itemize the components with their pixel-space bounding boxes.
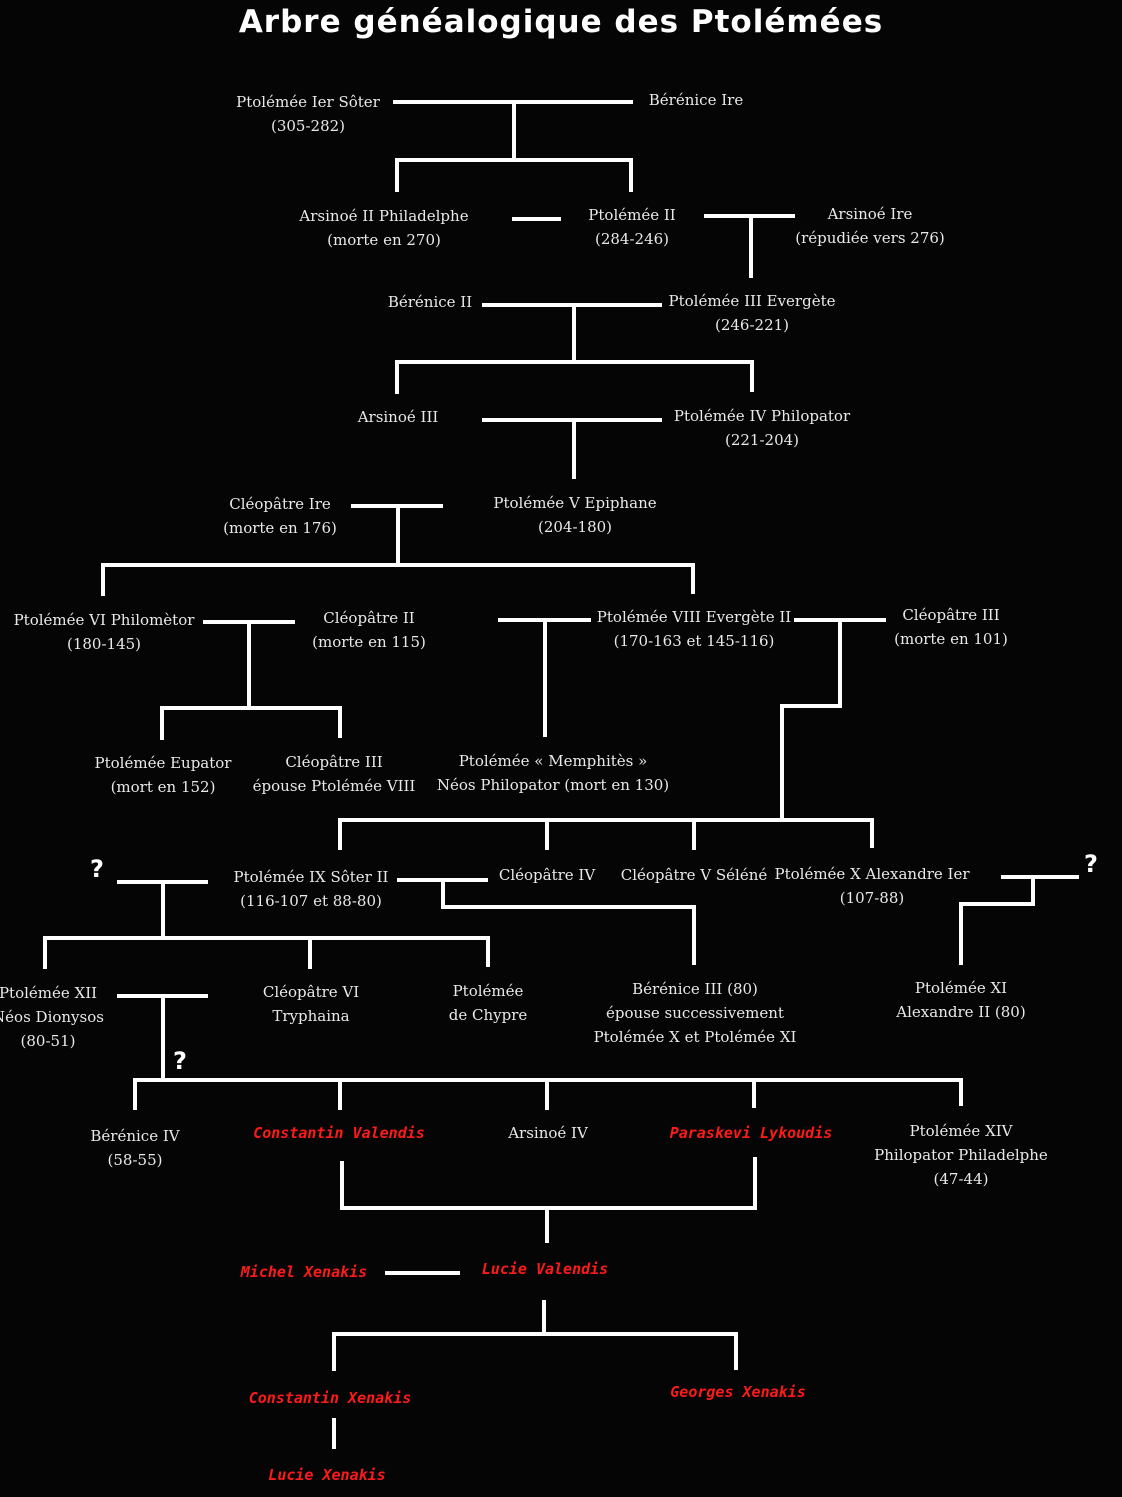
person-arsinoe-4: Arsinoé IV — [508, 1124, 588, 1142]
person-michel-xenakis: Michel Xenakis — [240, 1263, 368, 1281]
person-ptolemee-1: Ptolémée Ier Sôter(305-282) — [236, 93, 380, 135]
person-ptolemee-6: Ptolémée VI Philomètor(180-145) — [13, 611, 195, 653]
person-arsinoe-3: Arsinoé III — [357, 408, 439, 426]
person-arsinoe-2: Arsinoé II Philadelphe(morte en 270) — [299, 207, 469, 249]
unknown-mother-marker-bottom: ? — [173, 1047, 187, 1075]
person-ptolemee-10: Ptolémée X Alexandre Ier(107-88) — [774, 865, 970, 907]
person-constantin-xenakis: Constantin Xenakis — [248, 1389, 412, 1407]
person-ptolemee-2: Ptolémée II(284-246) — [588, 206, 676, 248]
person-paraskevi-lykoudis: Paraskevi Lykoudis — [669, 1124, 833, 1142]
person-cleopatre-3-top: Cléopâtre III(morte en 101) — [894, 606, 1008, 648]
page-title: Arbre généalogique des Ptolémées — [238, 4, 884, 40]
person-arsinoe-1: Arsinoé Ire(répudiée vers 276) — [795, 205, 945, 247]
person-georges-xenakis: Georges Xenakis — [670, 1383, 806, 1401]
unknown-mother-marker-left: ? — [90, 855, 104, 883]
person-ptolemee-5: Ptolémée V Epiphane(204-180) — [493, 494, 657, 536]
person-berenice-1: Bérénice Ire — [648, 91, 744, 109]
person-ptolemee-eupator: Ptolémée Eupator(mort en 152) — [94, 754, 232, 796]
person-lucie-valendis: Lucie Valendis — [481, 1260, 609, 1278]
person-ptolemee-8: Ptolémée VIII Evergète II(170-163 et 145… — [596, 608, 792, 650]
person-cleopatre-5: Cléopâtre V Séléné — [620, 866, 768, 884]
person-ptolemee-memphites: Ptolémée « Memphitès »Néos Philopator (m… — [436, 752, 670, 794]
person-berenice-2: Bérénice II — [387, 293, 473, 311]
person-lucie-xenakis: Lucie Xenakis — [268, 1466, 386, 1484]
person-constantin-valendis: Constantin Valendis — [253, 1124, 425, 1142]
person-ptolemee-3: Ptolémée III Evergète(246-221) — [668, 292, 836, 334]
person-ptolemee-4: Ptolémée IV Philopator(221-204) — [673, 407, 851, 449]
person-cleopatre-2: Cléopâtre II(morte en 115) — [312, 609, 426, 651]
person-cleopatre-4: Cléopâtre IV — [498, 866, 596, 884]
unknown-mother-marker-right: ? — [1084, 850, 1098, 878]
person-berenice-4: Bérénice IV(58-55) — [90, 1127, 180, 1169]
person-cleopatre-1: Cléopâtre Ire(morte en 176) — [223, 495, 337, 537]
person-ptolemee-9: Ptolémée IX Sôter II(116-107 et 88-80) — [233, 868, 389, 910]
